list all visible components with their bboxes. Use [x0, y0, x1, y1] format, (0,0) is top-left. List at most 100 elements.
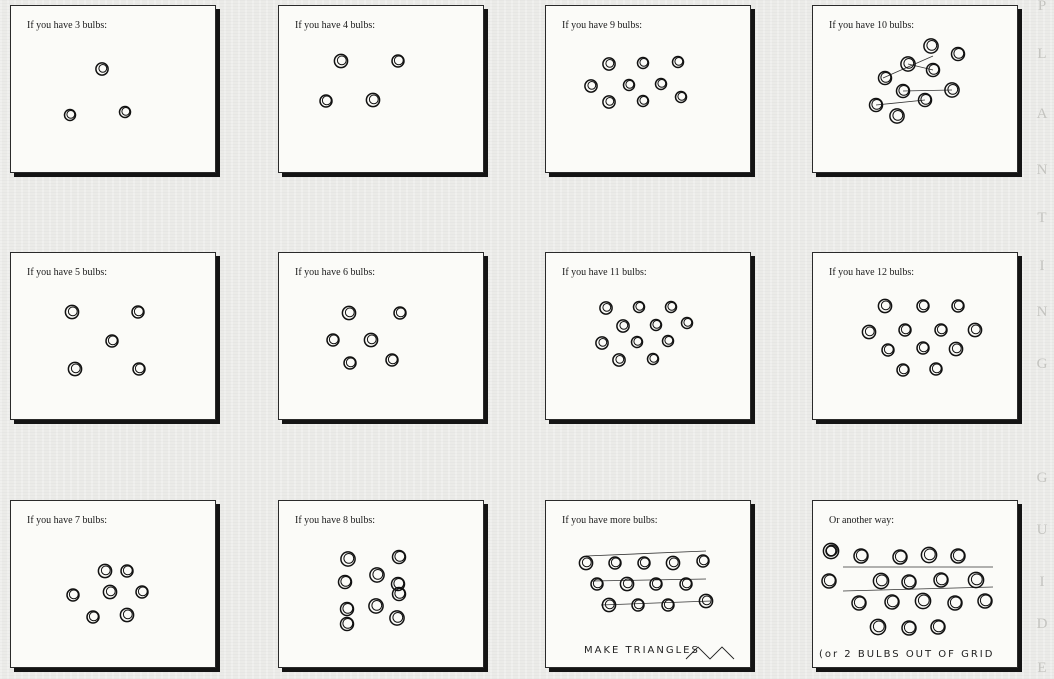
bulb-icon	[121, 565, 133, 577]
side-letter: T	[1034, 210, 1050, 227]
bulb-icon	[392, 55, 404, 67]
bulb-icon	[862, 325, 875, 338]
bulb-icon	[882, 344, 894, 356]
bulb-icon	[638, 96, 649, 107]
bulb-icon	[617, 320, 629, 332]
planting-card: If you have 12 bulbs:	[812, 252, 1018, 420]
bulb-icon	[676, 92, 687, 103]
bulb-icon	[854, 549, 868, 563]
bulb-icon	[98, 564, 111, 577]
bulb-icon	[822, 574, 836, 588]
bulb-icon	[613, 354, 625, 366]
bulb-icon	[65, 110, 76, 121]
bulb-diagram	[813, 6, 1017, 172]
bulb-icon	[65, 305, 78, 318]
bulb-icon	[342, 306, 355, 319]
bulb-diagram	[546, 501, 750, 667]
bulb-icon	[390, 611, 404, 625]
bulb-icon	[902, 621, 916, 635]
bulb-icon	[634, 302, 645, 313]
planting-card: If you have 9 bulbs:	[545, 5, 751, 173]
side-letter: G	[1034, 356, 1050, 373]
bulb-icon	[899, 324, 911, 336]
bulb-icon	[369, 599, 383, 613]
bulb-icon	[133, 363, 145, 375]
bulb-icon	[341, 603, 354, 616]
bulb-icon	[120, 107, 131, 118]
planting-card: If you have 5 bulbs:	[10, 252, 216, 420]
bulb-diagram	[546, 6, 750, 172]
planting-card: If you have 6 bulbs:	[278, 252, 484, 420]
side-letter: N	[1034, 304, 1050, 321]
bulb-icon	[620, 577, 633, 590]
planting-card: If you have 10 bulbs:	[812, 5, 1018, 173]
bulb-icon	[697, 555, 709, 567]
side-letter: L	[1034, 46, 1050, 63]
bulb-diagram	[279, 501, 483, 667]
bulb-diagram	[813, 501, 1017, 667]
planting-card: If you have 4 bulbs:	[278, 5, 484, 173]
bulb-icon	[393, 588, 406, 601]
bulb-icon	[341, 552, 355, 566]
bulb-icon	[949, 342, 962, 355]
bulb-icon	[978, 594, 992, 608]
bulb-icon	[624, 80, 635, 91]
handwritten-note: (or 2 BULBS OUT OF GRID	[819, 649, 994, 660]
side-letter: D	[1034, 616, 1050, 633]
planting-card: Or another way:(or 2 BULBS OUT OF GRID	[812, 500, 1018, 668]
bulb-icon	[680, 578, 692, 590]
bulb-icon	[334, 54, 347, 67]
bulb-icon	[930, 363, 942, 375]
bulb-icon	[897, 364, 909, 376]
side-letter: N	[1034, 162, 1050, 179]
bulb-icon	[609, 557, 621, 569]
bulb-icon	[366, 93, 379, 106]
bulb-icon	[682, 318, 693, 329]
bulb-icon	[632, 337, 643, 348]
bulb-icon	[948, 596, 962, 610]
bulb-icon	[663, 336, 674, 347]
side-letter: I	[1034, 258, 1050, 275]
bulb-icon	[341, 618, 354, 631]
bulb-icon	[68, 362, 81, 375]
bulb-icon	[603, 58, 615, 70]
bulb-icon	[67, 589, 79, 601]
bulb-icon	[106, 335, 118, 347]
bulb-icon	[136, 586, 148, 598]
bulb-icon	[673, 57, 684, 68]
bulb-icon	[603, 96, 615, 108]
bulb-icon	[320, 95, 332, 107]
bulb-diagram	[546, 253, 750, 419]
bulb-diagram	[11, 253, 215, 419]
guide-line	[601, 601, 711, 605]
bulb-icon	[666, 302, 677, 313]
bulb-icon	[951, 549, 965, 563]
bulb-icon	[924, 39, 938, 53]
side-letter: U	[1034, 522, 1050, 539]
bulb-icon	[878, 299, 891, 312]
side-letter: G	[1034, 470, 1050, 487]
bulb-icon	[952, 48, 965, 61]
bulb-icon	[656, 79, 667, 90]
side-title: P L A N T I N G G U I D E	[1028, 0, 1054, 679]
bulb-icon	[585, 80, 597, 92]
bulb-icon	[344, 357, 356, 369]
bulb-icon	[87, 611, 99, 623]
bulb-icon	[596, 337, 608, 349]
bulb-icon	[600, 302, 612, 314]
bulb-icon	[132, 306, 144, 318]
bulb-icon	[662, 599, 674, 611]
bulb-icon	[327, 334, 339, 346]
guide-line	[586, 551, 706, 556]
bulb-icon	[364, 333, 377, 346]
bulb-icon	[103, 585, 116, 598]
guide-line	[843, 587, 993, 591]
bulb-icon	[890, 109, 904, 123]
bulb-diagram	[279, 6, 483, 172]
bulb-icon	[885, 595, 899, 609]
filled-bulb-icon	[826, 546, 836, 556]
bulb-icon	[968, 572, 983, 587]
bulb-icon	[931, 620, 945, 634]
bulb-icon	[386, 354, 398, 366]
planting-card: If you have 3 bulbs:	[10, 5, 216, 173]
